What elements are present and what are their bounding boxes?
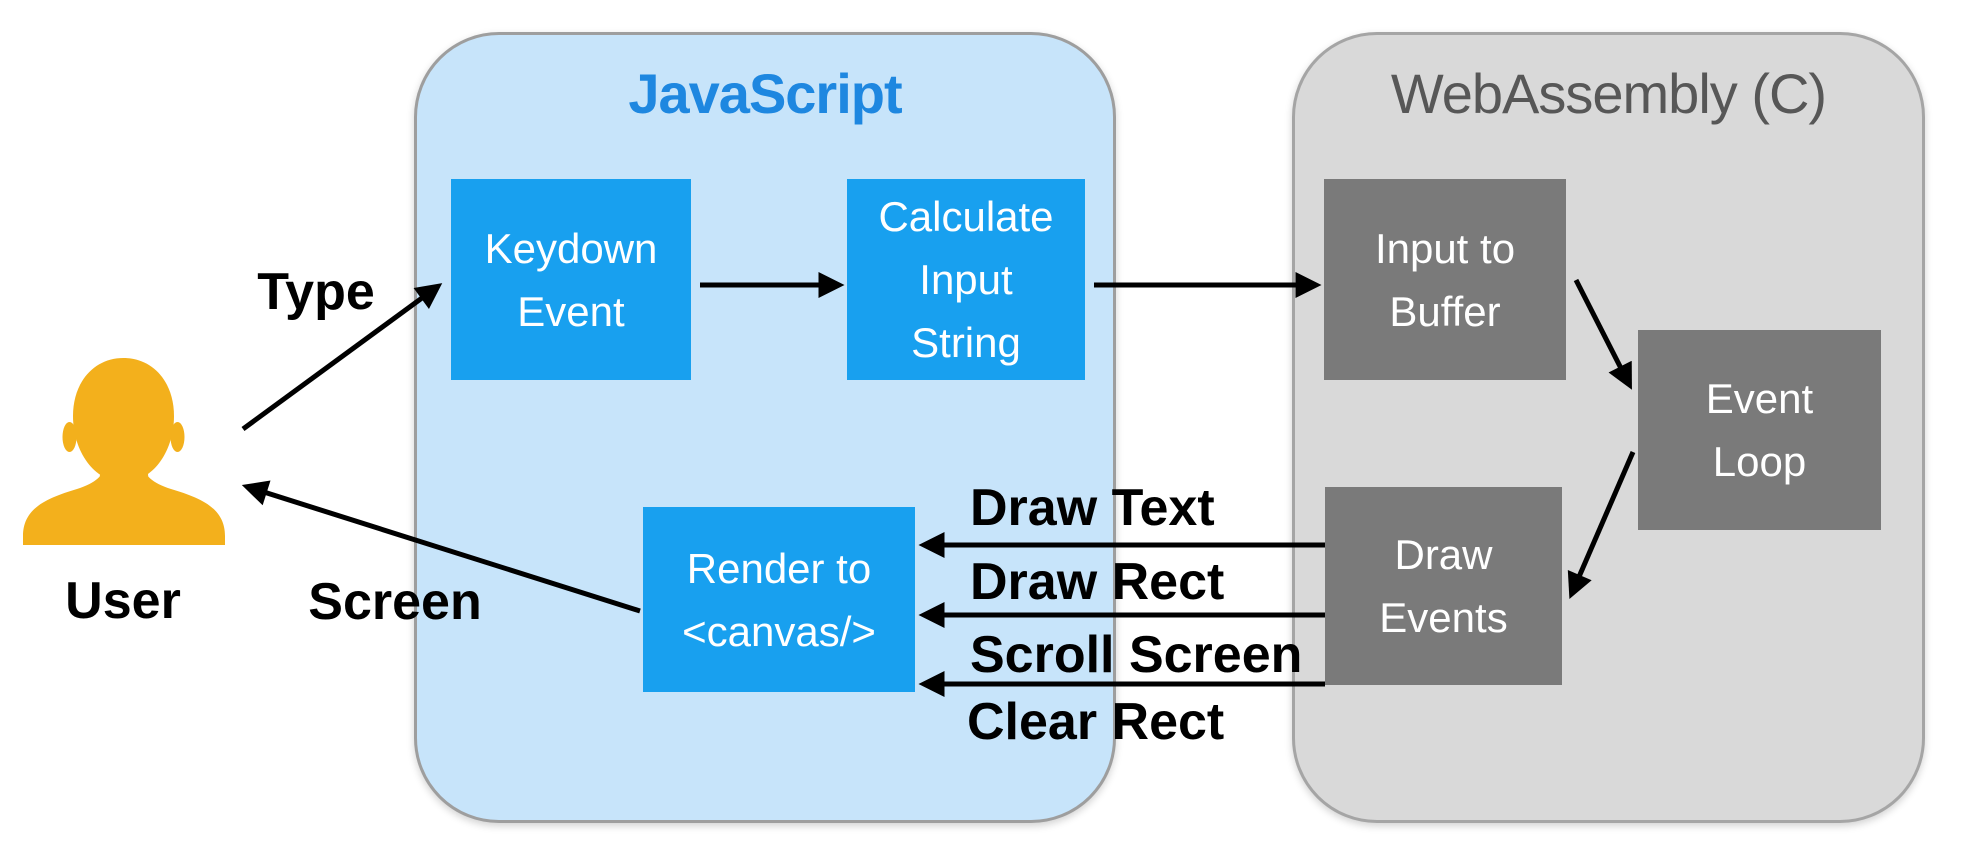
- label-draw-text: Draw Text: [970, 479, 1215, 537]
- label-draw-rect: Draw Rect: [970, 553, 1225, 611]
- node-calculate-input-string-line: Calculate: [878, 193, 1054, 240]
- node-input-to-buffer: Input to Buffer: [1324, 179, 1566, 380]
- node-keydown-event-line: Event: [517, 287, 625, 335]
- node-draw-events: Draw Events: [1325, 487, 1562, 685]
- node-render-to-canvas-line: Render to: [686, 544, 872, 592]
- user-icon-ear-right: [170, 422, 185, 452]
- node-keydown-event: Keydown Event: [451, 179, 691, 380]
- node-event-loop: Event Loop: [1638, 330, 1881, 530]
- node-input-to-buffer-line: Buffer: [1389, 287, 1501, 335]
- webassembly-container-title: WebAssembly (C): [1390, 62, 1827, 125]
- user-icon-ear-left: [62, 422, 77, 452]
- node-calculate-input-string-line: String: [911, 319, 1021, 366]
- node-render-to-canvas: Render to <canvas/>: [643, 507, 915, 692]
- node-keydown-event-line: Keydown: [484, 224, 658, 272]
- node-calculate-input-string-line: Input: [919, 256, 1013, 303]
- label-type: Type: [257, 263, 375, 321]
- label-clear-rect: Clear Rect: [967, 693, 1225, 751]
- user-icon: [23, 358, 225, 545]
- node-event-loop-line: Event: [1705, 375, 1814, 422]
- label-scroll-screen: Scroll Screen: [970, 626, 1303, 684]
- node-draw-events-line: Draw: [1394, 531, 1493, 578]
- node-input-to-buffer-line: Input to: [1374, 224, 1516, 272]
- node-render-to-canvas-line: <canvas/>: [682, 607, 876, 655]
- node-draw-events-line: Events: [1379, 594, 1508, 641]
- user-icon-head: [73, 358, 174, 482]
- javascript-container-title: JavaScript: [628, 62, 902, 125]
- user-icon-shoulders: [23, 464, 225, 545]
- label-screen: Screen: [308, 573, 482, 631]
- label-user: User: [65, 572, 181, 630]
- node-event-loop-line: Loop: [1712, 438, 1807, 485]
- node-calculate-input-string: Calculate Input String: [847, 179, 1085, 380]
